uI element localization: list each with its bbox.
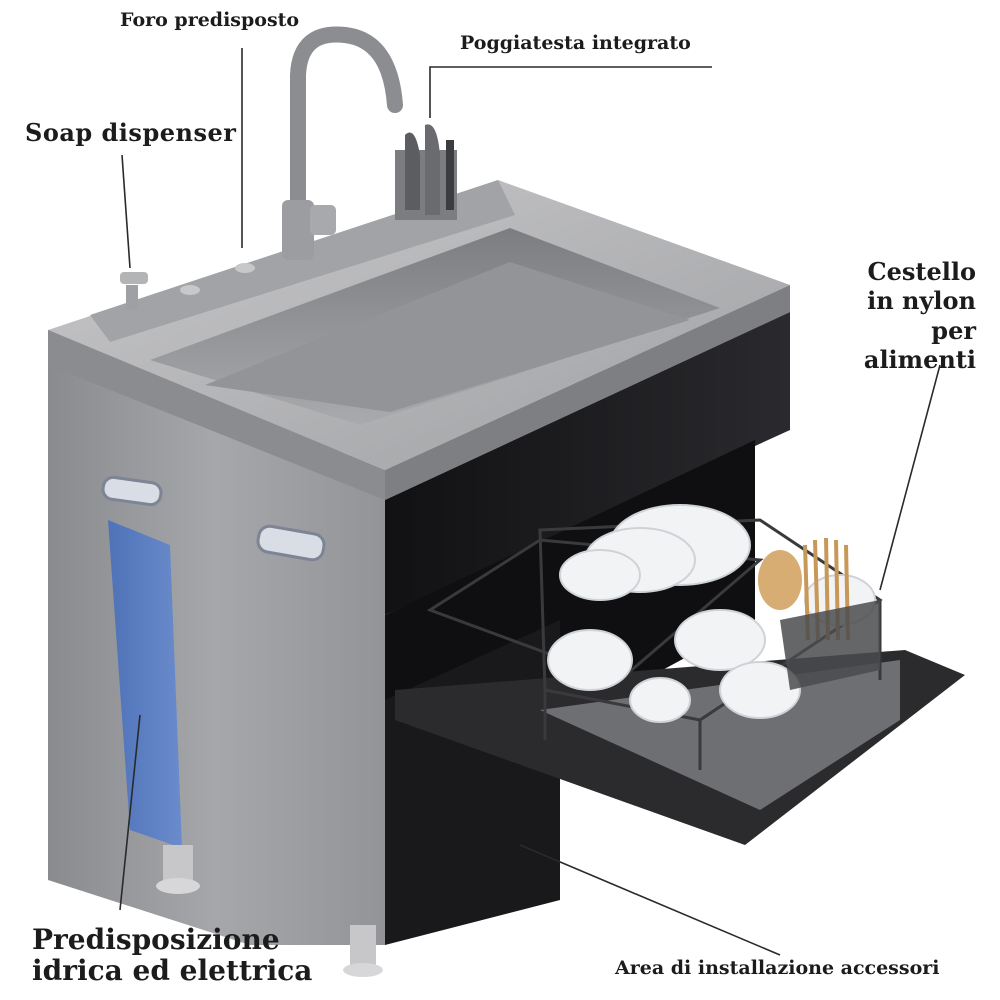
leader-lines [119,48,941,956]
soap-dispenser [120,263,255,310]
utility-access-panel [108,520,182,848]
label-poggiatesta: Poggiatesta integrato [460,32,691,54]
knife-holder [395,124,457,220]
dishwasher-drawer [395,504,965,845]
label-area-accessori: Area di installazione accessori [615,957,940,979]
dishes [547,504,876,723]
sink-countertop [48,180,790,500]
label-predisposizione: Predisposizione idrica ed elettrica [32,923,313,988]
label-foro-predisposto: Foro predisposto [120,9,300,31]
cutlery-basket [758,537,880,690]
label-cestello: Cestello in nylon per alimenti [863,257,976,374]
label-soap-dispenser: Soap dispenser [25,118,237,147]
handle-right [256,524,326,562]
handle-left [101,475,163,507]
faucet [282,26,403,260]
cabinet-feet [156,845,383,977]
